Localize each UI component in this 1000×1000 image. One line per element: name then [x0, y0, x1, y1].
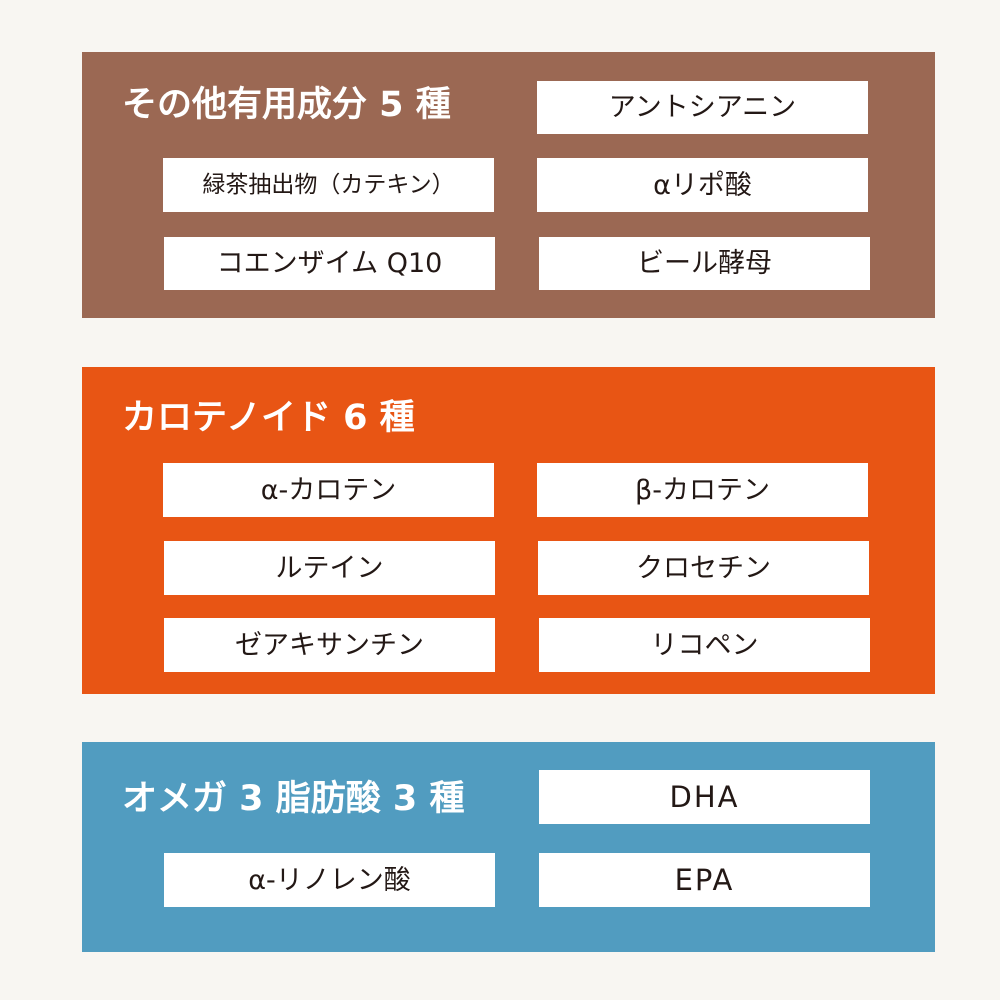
- item-zeaxanthin: ゼアキサンチン: [164, 618, 495, 672]
- section-title-carotenoids: カロテノイド 6 種: [122, 398, 415, 438]
- item-epa: EPA: [539, 853, 870, 907]
- item-alpha-linolenic-acid: α-リノレン酸: [164, 853, 495, 907]
- item-coenzyme-q10: コエンザイム Q10: [164, 237, 495, 290]
- item-anthocyanin: アントシアニン: [537, 81, 868, 134]
- section-title-omega3: オメガ 3 脂肪酸 3 種: [122, 779, 465, 819]
- item-lutein: ルテイン: [164, 541, 495, 595]
- item-lycopene: リコペン: [539, 618, 870, 672]
- section-other-nutrients: その他有用成分 5 種 アントシアニン 緑茶抽出物（カテキン） αリポ酸 コエン…: [82, 52, 935, 318]
- item-alpha-lipoic-acid: αリポ酸: [537, 158, 868, 212]
- item-green-tea-extract: 緑茶抽出物（カテキン）: [163, 158, 494, 212]
- section-title-other-nutrients: その他有用成分 5 種: [122, 85, 451, 125]
- item-beta-carotene: β-カロテン: [537, 463, 868, 517]
- item-alpha-carotene: α-カロテン: [163, 463, 494, 517]
- section-carotenoids: カロテノイド 6 種 α-カロテン β-カロテン ルテイン クロセチン ゼアキサ…: [82, 367, 935, 694]
- section-omega3: オメガ 3 脂肪酸 3 種 DHA α-リノレン酸 EPA: [82, 742, 935, 952]
- item-dha: DHA: [539, 770, 870, 824]
- item-crocetin: クロセチン: [538, 541, 869, 595]
- item-brewers-yeast: ビール酵母: [539, 237, 870, 290]
